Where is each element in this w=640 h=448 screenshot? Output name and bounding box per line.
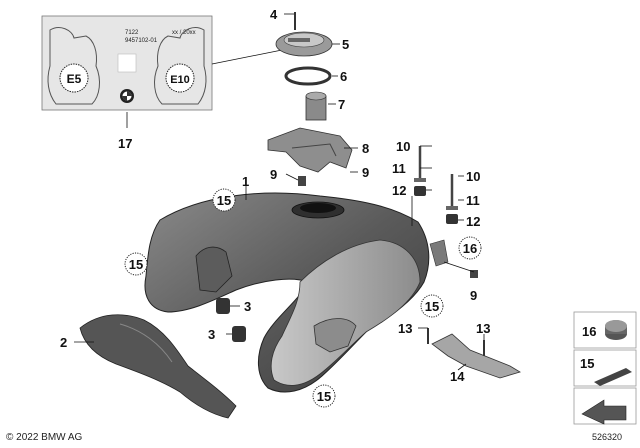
callout-12-right: 12 <box>466 214 480 229</box>
callout-9-washer: 9 <box>470 288 477 303</box>
label-part-number: 9457102-01 <box>125 38 158 44</box>
callout-10-right: 10 <box>466 169 480 184</box>
copyright-notice: © 2022 BMW AG <box>6 432 83 443</box>
callout-3-upper: 3 <box>244 299 251 314</box>
svg-text:15: 15 <box>425 299 439 314</box>
svg-text:15: 15 <box>217 193 231 208</box>
svg-text:15: 15 <box>129 257 143 272</box>
callout-4: 4 <box>270 7 278 22</box>
rubber-buffer-lower[interactable] <box>232 326 246 342</box>
legend-item-16[interactable]: 16 <box>573 311 637 349</box>
side-cover-panel[interactable] <box>79 314 237 419</box>
label-date-code: xx / 20xx <box>172 30 196 36</box>
svg-text:16: 16 <box>582 324 596 339</box>
rubber-pad-icon <box>605 320 627 340</box>
fuel-tank[interactable] <box>144 192 430 393</box>
grommet[interactable] <box>298 176 306 186</box>
fuel-cap-assembly[interactable] <box>275 12 333 57</box>
circled-callout-15-right: 15 <box>420 294 444 318</box>
blank-box <box>117 53 137 73</box>
label-code-top: 7122 <box>125 30 139 36</box>
callout-11-left: 11 <box>392 161 406 176</box>
callout-9-bracket: 9 <box>362 165 369 180</box>
reference-arrow-icon <box>581 399 627 425</box>
washer-right[interactable] <box>470 270 478 278</box>
support-bracket[interactable] <box>427 328 521 379</box>
fuel-grade-e10: E10 <box>170 74 190 86</box>
callout-8: 8 <box>362 141 369 156</box>
callout-14: 14 <box>450 369 465 384</box>
callout-2: 2 <box>60 335 67 350</box>
callout-10-left: 10 <box>396 139 410 154</box>
circled-callout-15-top: 15 <box>212 188 236 212</box>
rubber-buffer-upper[interactable] <box>216 298 230 314</box>
fuel-label-sticker[interactable]: 7122 9457102-01 xx / 20xx E5 E10 <box>41 15 213 111</box>
svg-text:15: 15 <box>580 356 594 371</box>
legend-item-arrow[interactable] <box>573 387 637 425</box>
circled-callout-15-bottom: 15 <box>312 384 336 408</box>
callout-13-right: 13 <box>476 321 490 336</box>
callout-1: 1 <box>242 174 249 189</box>
circled-callout-16: 16 <box>458 236 482 260</box>
callout-12-left: 12 <box>392 183 406 198</box>
legend-item-15[interactable]: 15 <box>573 349 637 387</box>
foam-strip-icon <box>594 368 632 386</box>
fuel-grade-e5: E5 <box>67 72 82 86</box>
callout-3-lower: 3 <box>208 327 215 342</box>
svg-text:15: 15 <box>317 389 331 404</box>
bmw-logo-icon <box>120 89 134 103</box>
callout-9-grommet: 9 <box>270 167 277 182</box>
callout-6: 6 <box>340 69 347 84</box>
callout-13-left: 13 <box>398 321 412 336</box>
callout-5: 5 <box>342 37 349 52</box>
callout-17: 17 <box>118 136 132 151</box>
bolt-set-left[interactable] <box>414 146 426 196</box>
gasket-ring[interactable] <box>284 66 332 86</box>
leader-lines <box>74 13 485 371</box>
circled-callout-15-left: 15 <box>124 252 148 276</box>
mounting-bracket[interactable] <box>267 127 353 173</box>
bolt-set-right[interactable] <box>446 174 458 224</box>
diagram-id: 526320 <box>592 432 623 442</box>
callout-7: 7 <box>338 97 345 112</box>
svg-text:16: 16 <box>463 241 477 256</box>
filler-neck[interactable] <box>305 91 327 121</box>
callout-11-right: 11 <box>466 193 480 208</box>
